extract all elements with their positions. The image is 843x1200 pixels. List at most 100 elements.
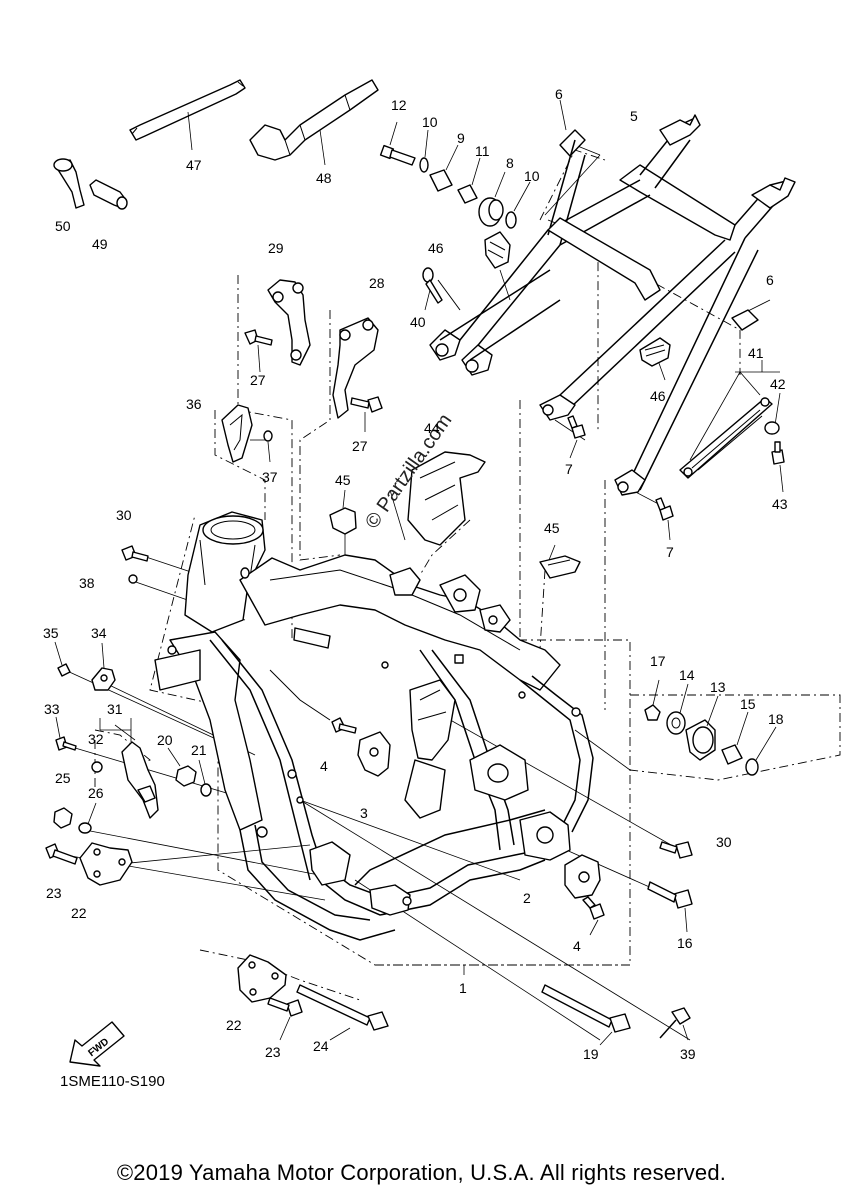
collar-11 <box>457 157 481 204</box>
callout-28: 28 <box>369 275 385 291</box>
callout-17: 17 <box>650 653 666 669</box>
callout-42: 42 <box>770 376 786 392</box>
callout-47: 47 <box>186 157 202 173</box>
cotter-39 <box>659 1007 691 1041</box>
callout-12: 12 <box>391 97 407 113</box>
bracket-36 <box>221 404 253 463</box>
callout-16: 16 <box>677 935 693 951</box>
callout-34: 34 <box>91 625 107 641</box>
tool-socket-48 <box>249 79 379 166</box>
bolt-49 <box>89 179 128 210</box>
bolt-27a <box>244 329 273 373</box>
nut-32 <box>91 761 103 773</box>
callout-22-a: 22 <box>71 905 87 921</box>
washer-10a <box>419 129 429 173</box>
bolt-4-upper <box>331 717 357 734</box>
guard-44 <box>407 451 486 546</box>
callout-29: 29 <box>268 240 284 256</box>
bracket-29 <box>267 279 311 366</box>
bracket-22-right <box>237 954 287 1003</box>
callout-32: 32 <box>88 731 104 747</box>
collar-14 <box>666 683 689 735</box>
tool-wrench-47 <box>129 79 246 151</box>
plate-41 <box>679 397 773 479</box>
washer-10b <box>505 181 531 229</box>
callout-38: 38 <box>79 575 95 591</box>
callout-31: 31 <box>107 701 123 717</box>
callout-11: 11 <box>475 143 490 159</box>
callout-22-b: 22 <box>226 1017 242 1033</box>
callout-7-a: 7 <box>565 461 573 477</box>
callout-25: 25 <box>55 770 71 786</box>
callout-3: 3 <box>360 805 368 821</box>
callout-2: 2 <box>523 890 531 906</box>
collar-9 <box>429 144 459 192</box>
bolt-23-right <box>267 997 303 1041</box>
bolt-19 <box>541 984 631 1046</box>
callout-46-a: 46 <box>428 240 444 256</box>
bolt-30-upper <box>121 545 149 562</box>
callout-23-b: 23 <box>265 1044 281 1060</box>
callout-13: 13 <box>710 679 726 695</box>
callout-23-a: 23 <box>46 885 62 901</box>
callout-4-b: 4 <box>573 938 581 954</box>
callout-9: 9 <box>457 130 465 146</box>
clip-46-upper <box>484 231 511 269</box>
callout-39: 39 <box>680 1046 696 1062</box>
washer-21 <box>198 759 212 797</box>
callout-37: 37 <box>262 469 278 485</box>
callout-27-a: 27 <box>250 372 266 388</box>
bracket-3 <box>357 731 391 777</box>
callout-41: 41 <box>748 345 764 361</box>
damper-45-lower <box>539 555 581 579</box>
callout-50: 50 <box>55 218 71 234</box>
callout-26: 26 <box>88 785 104 801</box>
callout-6-b: 6 <box>766 272 774 288</box>
callout-48: 48 <box>316 170 332 186</box>
bracket-22-left <box>79 842 133 886</box>
nut-25 <box>53 807 73 829</box>
washer-26 <box>78 802 97 834</box>
callout-10-b: 10 <box>524 168 540 184</box>
nut-20 <box>167 747 197 787</box>
callout-49: 49 <box>92 236 108 252</box>
bolt-30-lower <box>659 841 693 859</box>
washer-18 <box>745 726 777 776</box>
main-frame-1 <box>154 511 594 941</box>
callout-24: 24 <box>313 1038 329 1054</box>
nut-17 <box>644 679 661 721</box>
bolt-7b <box>655 497 674 541</box>
bolt-16 <box>647 881 693 933</box>
bolt-4-lower <box>582 896 605 936</box>
bolt-37 <box>263 430 273 463</box>
callout-45-a: 45 <box>335 472 351 488</box>
callout-27-b: 27 <box>352 438 368 454</box>
callout-20: 20 <box>157 732 173 748</box>
bolt-33 <box>55 716 77 751</box>
catalog-code: 1SME110-S190 <box>60 1073 165 1090</box>
callout-1: 1 <box>459 980 467 996</box>
callout-14: 14 <box>679 667 695 683</box>
bolt-50 <box>53 158 85 209</box>
bolt-43 <box>771 441 785 493</box>
bolt-12 <box>379 121 416 166</box>
callout-8: 8 <box>506 155 514 171</box>
callout-18: 18 <box>768 711 784 727</box>
callout-4-a: 4 <box>320 758 328 774</box>
callout-33: 33 <box>44 701 60 717</box>
callout-5: 5 <box>630 108 638 124</box>
clip-46-lower <box>639 337 671 367</box>
damper-13 <box>685 695 719 761</box>
bolt-7a <box>567 415 586 459</box>
callout-30-a: 30 <box>116 507 132 523</box>
callout-45-b: 45 <box>544 520 560 536</box>
callout-35: 35 <box>43 625 59 641</box>
direction-arrow-fwd: FWD <box>69 1021 125 1067</box>
rear-subframe-5 <box>429 114 796 496</box>
collar-15 <box>721 711 749 765</box>
callout-46-b: 46 <box>650 388 666 404</box>
callout-19: 19 <box>583 1046 599 1062</box>
callout-15: 15 <box>740 696 756 712</box>
callout-10-a: 10 <box>422 114 438 130</box>
